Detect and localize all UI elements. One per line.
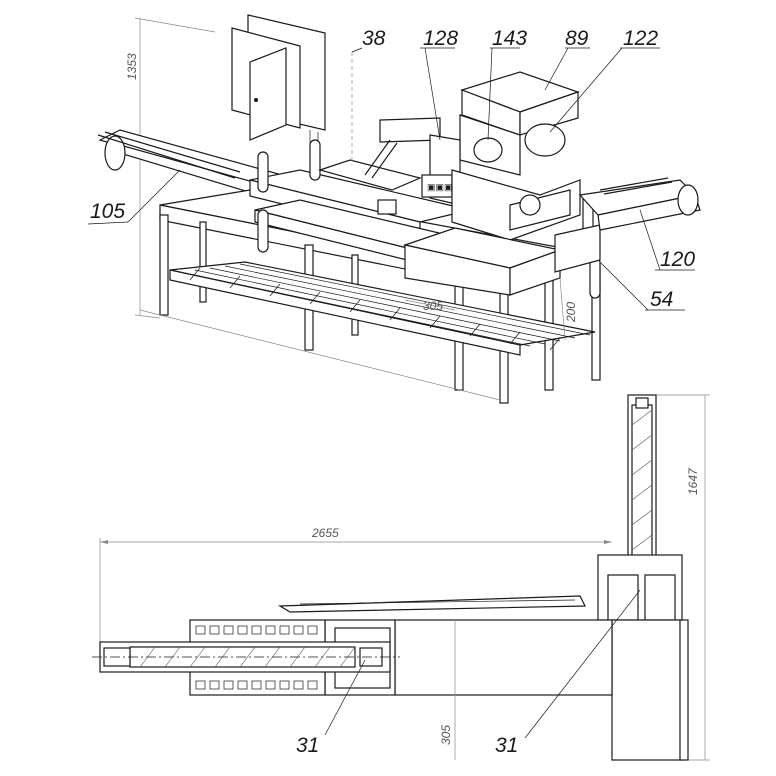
guide-beams xyxy=(249,139,601,299)
vertical-chute xyxy=(627,394,657,576)
leader-31-left xyxy=(324,659,366,736)
inlet-box: 305 200 xyxy=(402,224,601,341)
callout-128: 128 xyxy=(423,27,458,50)
callout-38: 38 xyxy=(362,27,386,50)
callout-54: 54 xyxy=(650,288,673,311)
dim-label-200: 200 xyxy=(564,302,578,323)
diagonal-conveyor xyxy=(277,595,586,613)
dim-label-305-top: 305 xyxy=(423,299,443,313)
dim-label-1647: 1647 xyxy=(686,467,700,495)
callout-31-right: 31 xyxy=(495,734,518,757)
callout-89: 89 xyxy=(565,27,589,50)
callout-120: 120 xyxy=(660,248,695,271)
grating-pattern xyxy=(179,263,591,351)
dim-label-1353: 1353 xyxy=(125,53,139,80)
callout-105: 105 xyxy=(90,200,125,223)
leader-lines xyxy=(87,47,695,311)
dim-width-305: 305 xyxy=(439,620,456,760)
plan-grating xyxy=(195,625,318,690)
panel-glyph: ▣▣▣ xyxy=(427,182,453,192)
dim-label-305-plan: 305 xyxy=(439,725,453,745)
isometric-view: 1353 xyxy=(87,14,701,404)
center-mechanism xyxy=(317,52,441,215)
vertical-hatch xyxy=(631,409,653,551)
control-cabinet xyxy=(231,14,326,162)
dim-height-1353: 1353 xyxy=(125,17,216,319)
dim-label-2655: 2655 xyxy=(311,526,339,540)
callout-143: 143 xyxy=(492,27,527,50)
right-housing xyxy=(597,554,689,761)
callout-31-left: 31 xyxy=(296,734,319,757)
drive-housing: ▣▣▣ xyxy=(421,71,581,241)
dim-length-2655: 2655 xyxy=(99,526,612,650)
leader-31-right xyxy=(524,589,641,739)
right-conveyor xyxy=(578,177,701,231)
plan-view: 2655 1647 xyxy=(92,394,710,761)
dim-depth-1647: 1647 xyxy=(655,394,710,761)
horizontal-shaft xyxy=(92,641,400,673)
callout-122: 122 xyxy=(623,27,658,50)
